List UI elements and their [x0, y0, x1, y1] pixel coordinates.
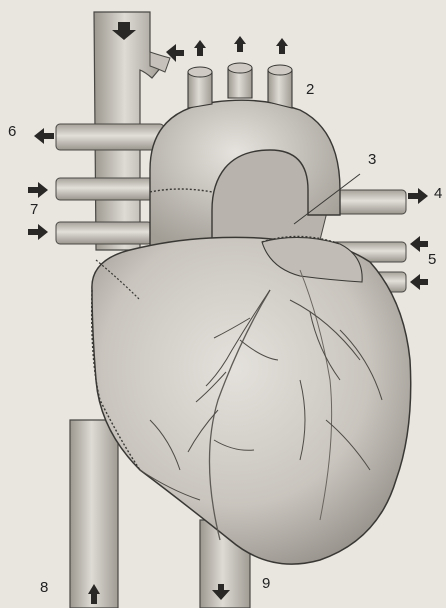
- arrow-right-icon: [28, 224, 48, 240]
- left-pulmonary-vessels: [56, 124, 164, 244]
- label-5: 5: [428, 252, 436, 267]
- arrow-up-icon: [194, 40, 206, 56]
- arrow-left-icon: [34, 128, 54, 144]
- heart-body: [92, 236, 411, 564]
- inferior-vena-cava: [70, 420, 118, 608]
- arrow-up-icon: [276, 38, 288, 54]
- label-7: 7: [30, 202, 38, 217]
- arrow-right-icon: [28, 182, 48, 198]
- arrow-left-icon: [410, 236, 428, 252]
- label-6: 6: [8, 124, 16, 139]
- arrow-right-icon: [408, 188, 428, 204]
- arrow-up-icon: [234, 36, 246, 52]
- label-3: 3: [368, 152, 376, 167]
- label-2: 2: [306, 82, 314, 97]
- label-9: 9: [262, 576, 270, 591]
- label-8: 8: [40, 580, 48, 595]
- label-4: 4: [434, 186, 442, 201]
- arrow-left-icon: [410, 274, 428, 290]
